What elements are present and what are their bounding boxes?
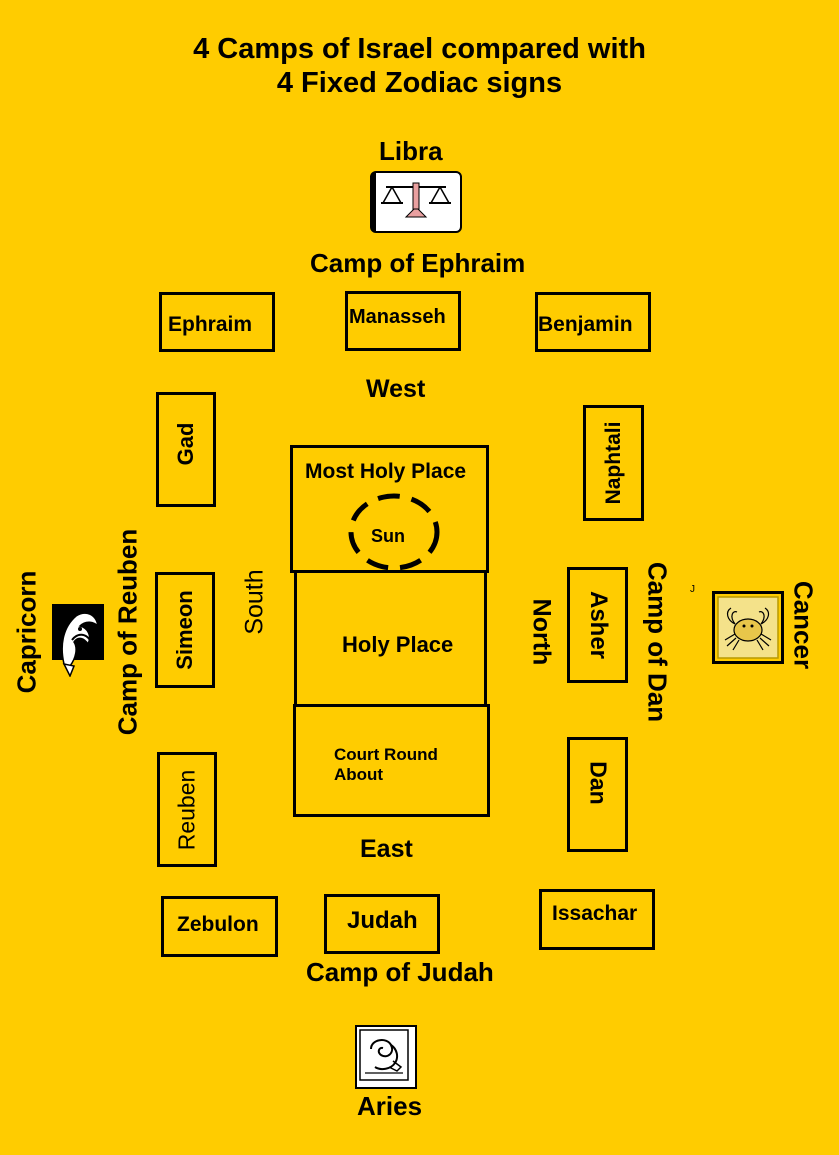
tribe-box-dan: Dan [567,737,628,852]
court-round-about-label: Court Round About [334,745,438,784]
direction-west: West [366,375,426,403]
tribe-box-gad: Gad [156,392,216,507]
tribe-box-benjamin: Benjamin [535,292,651,352]
tribe-label-dan: Dan [585,760,611,805]
most-holy-place-label: Most Holy Place [305,460,467,483]
direction-north: North [527,598,556,666]
tribe-label-judah: Judah [347,907,418,934]
camp-of-ephraim-label: Camp of Ephraim [310,248,526,278]
tribe-label-gad: Gad [173,422,198,465]
tribe-label-naphtali: Naphtali [601,421,625,505]
tribe-box-reuben: Reuben [157,752,217,867]
tribe-box-asher: Asher [567,567,628,683]
tribe-box-issachar: Issachar [539,889,655,950]
tribe-box-manasseh: Manasseh [345,291,461,351]
direction-east: East [360,835,413,863]
tribe-label-ephraim: Ephraim [168,313,253,336]
tribe-box-zebulon: Zebulon [161,896,278,957]
zodiac-capricorn-label: Capricorn [11,570,42,694]
tribe-label-benjamin: Benjamin [538,313,633,336]
most-holy-place-box: Most Holy Place Sun [290,445,489,573]
zodiac-aries-label: Aries [357,1091,423,1121]
zodiac-libra-label: Libra [379,136,443,166]
libra-scales-icon [370,171,462,233]
tribe-label-zebulon: Zebulon [177,913,259,936]
zodiac-cancer-label: Cancer [788,580,819,670]
direction-south: South [240,569,269,635]
tribe-label-simeon: Simeon [172,590,197,670]
title-line-2: 4 Fixed Zodiac signs [276,67,563,99]
tribe-label-manasseh: Manasseh [349,306,446,328]
capricorn-goat-icon [50,602,106,678]
title-line-1: 4 Camps of Israel compared with [193,33,646,65]
tribe-label-asher: Asher [584,590,612,660]
sun-label: Sun [371,526,405,546]
diagram-title: 4 Camps of Israel compared with 4 Fixed … [0,32,839,100]
tribe-label-reuben: Reuben [173,769,200,850]
camp-of-dan-label: Camp of Dan [642,561,673,723]
tribe-box-simeon: Simeon [155,572,215,688]
camp-of-judah-label: Camp of Judah [306,957,494,987]
aries-ram-icon [355,1025,417,1089]
holy-place-box: Holy Place [294,570,487,707]
tribe-box-judah: Judah [324,894,440,954]
holy-place-label: Holy Place [342,632,454,657]
tribe-label-issachar: Issachar [552,902,638,925]
tribe-box-ephraim: Ephraim [159,292,275,352]
stray-mark: J [690,584,695,595]
cancer-crab-icon [712,591,784,664]
camp-of-reuben-label: Camp of Reuben [112,528,143,736]
court-round-about-box: Court Round About [293,704,490,817]
tribe-box-naphtali: Naphtali [583,405,644,521]
